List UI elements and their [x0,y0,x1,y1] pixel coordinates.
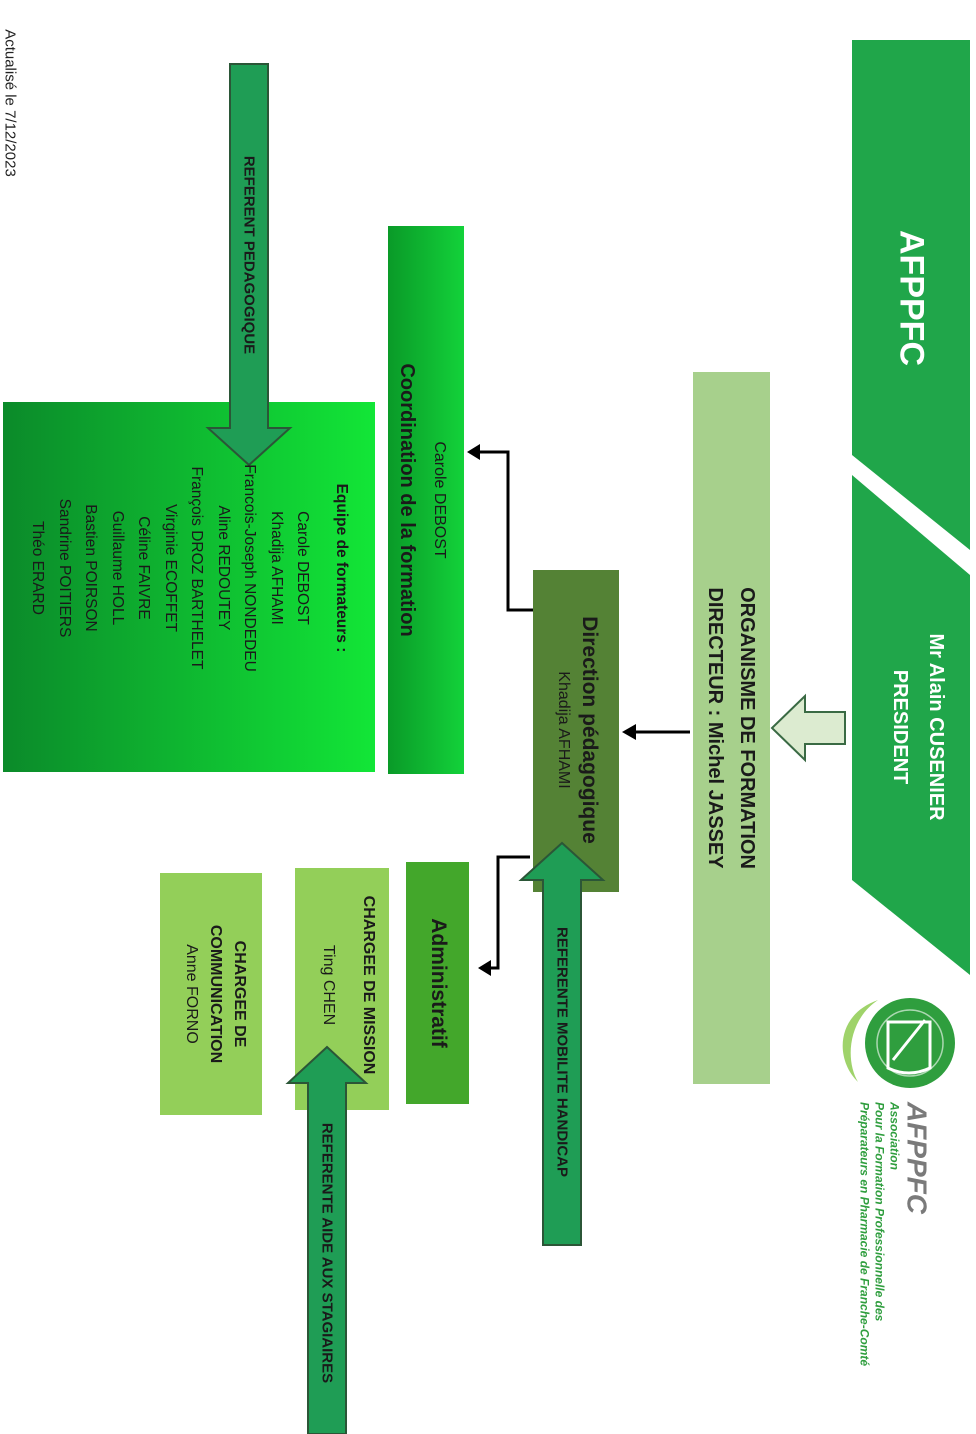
administratif-title: Administratif [427,918,450,1048]
equipe-member: Théo ERARD [29,521,47,615]
logo-line2: Pour la Formation Professionnelle des [872,1101,887,1322]
banner-president [852,475,970,975]
organisme-title: ORGANISME DE FORMATION [736,587,758,869]
direction-title: Direction pédagogique [578,616,601,844]
mission-title: CHARGEE DE MISSION [360,895,377,1075]
equipe-member: Céline FAIVRE [135,516,153,620]
referente-aide-arrow [285,1045,369,1434]
equipe-title: Equipe de formateurs : [333,483,350,653]
referente-aide-label: REFERENTE AIDE AUX STAGIAIRES [318,1122,336,1384]
mission-name: Ting CHEN [320,944,337,1026]
equipe-member: Khadija AFHAMI [268,511,285,625]
banner-org [852,40,970,550]
direction-name: Khadija AFHAMI [555,671,572,789]
logo-line3: Préparateurs en Pharmacie de Franche-Com… [857,1101,872,1367]
logo-line1: Association [887,1101,902,1170]
coordination-box [388,226,464,774]
equipe-member: Francois-Joseph NONDEDEU [241,464,259,672]
equipe-member: Carole DEBOST [294,511,312,625]
communication-title-1: CHARGEE DE [231,940,248,1048]
organisme-box [693,372,770,1084]
president-name: Mr Alain CUSENIER [925,633,947,821]
referent-pedagogique-arrow [205,63,293,467]
organisme-text: ORGANISME DE FORMATION DIRECTEUR : Miche… [699,587,763,869]
referente-handicap-arrow [518,841,606,1246]
equipe-member: François DROZ BARTHELET [188,466,206,670]
president-arrow [770,693,846,763]
coordination-name: Carole DEBOST [431,441,448,559]
direction-box [533,570,619,892]
equipe-member: Sandrine POITIERS [56,498,73,638]
logo-text: AFPPFC Association Pour la Formation Pro… [857,1101,933,1367]
equipe-text: Equipe de formateurs : Carole DEBOST Kha… [24,464,354,672]
logo-name: AFPPFC [901,1101,933,1214]
president-block: Mr Alain CUSENIER PRESIDENT [882,633,954,820]
referent-pedagogique-label: REFERENT PEDAGOGIQUE [240,155,258,355]
coordination-title: Coordination de la formation [396,363,418,637]
updated-date: Actualisé le 7/12/2023 [1,29,19,177]
equipe-member: Aline REDOUTEY [215,505,232,631]
equipe-box [3,402,375,772]
coordination-text: Carole DEBOST Coordination de la formati… [391,363,455,636]
logo-emblem [842,998,955,1088]
equipe-member: Bastien POIRSON [82,504,100,632]
org-title: AFPPFC [892,230,931,366]
referente-handicap-label: REFERENTE MOBILITE HANDICAP [553,926,571,1178]
direction-text: Direction pédagogique Khadija AFHAMI [550,616,602,844]
equipe-member: Virginie ECOFFET [162,503,179,633]
mission-text: CHARGEE DE MISSION Ting CHEN [308,896,388,1075]
directeur-label: DIRECTEUR : Michel JASSEY [704,587,726,869]
communication-text: CHARGEE DE COMMUNICATION Anne FORNO [179,925,251,1063]
communication-box [160,873,262,1115]
communication-name: Anne FORNO [183,944,200,1044]
communication-title-2: COMMUNICATION [207,924,224,1064]
administratif-box [406,862,469,1104]
president-title: PRESIDENT [889,669,911,785]
equipe-member: Guillaume HOLL [109,510,126,626]
